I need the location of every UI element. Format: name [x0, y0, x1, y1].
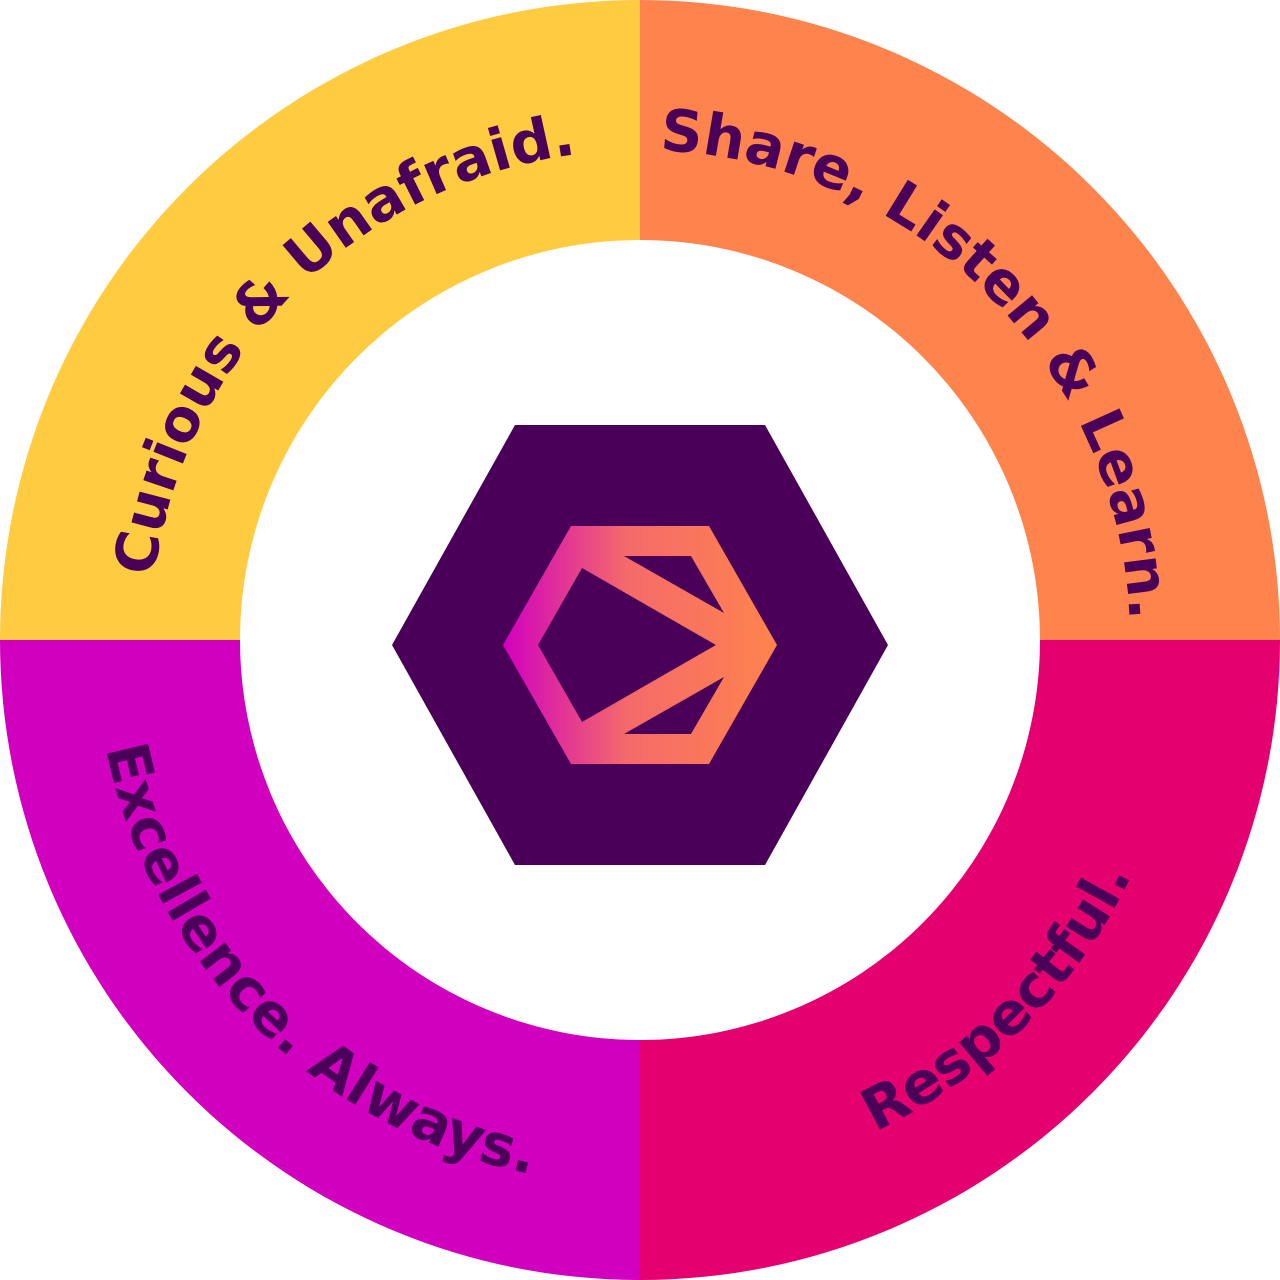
logo-outer-hexagon: [392, 425, 888, 865]
hexagon-logo-icon: [392, 425, 888, 865]
logo-inner-mark: [503, 526, 777, 764]
